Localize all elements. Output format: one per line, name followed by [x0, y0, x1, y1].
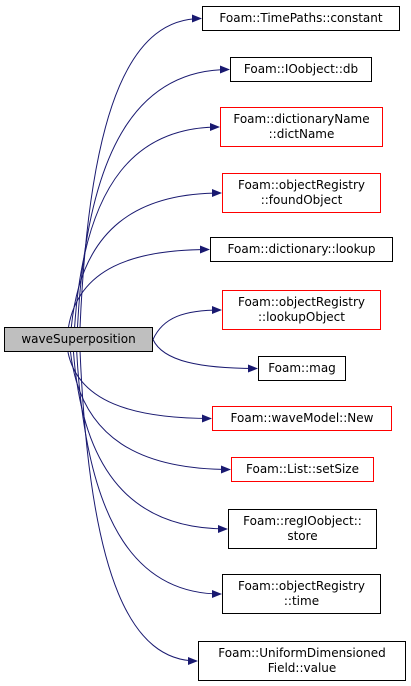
- node-ioobject-db[interactable]: Foam::IOobject::db: [230, 57, 372, 82]
- edge-n7: [67, 351, 212, 423]
- edge-n6: [152, 339, 258, 373]
- edge-n5: [152, 306, 222, 340]
- edge-n8: [70, 351, 231, 474]
- node-timepaths-constant[interactable]: Foam::TimePaths::constant: [202, 6, 400, 31]
- edge-n4: [68, 245, 210, 328]
- node-objectregistry-time[interactable]: Foam::objectRegistry ::time: [222, 574, 381, 614]
- node-wavemodel-new[interactable]: Foam::waveModel::New: [212, 406, 392, 431]
- edge-n11: [79, 351, 198, 665]
- root-node-label: waveSuperposition: [21, 332, 136, 346]
- node-objectregistry-foundobject[interactable]: Foam::objectRegistry ::foundObject: [222, 173, 381, 213]
- edge-n3: [70, 189, 222, 328]
- root-node-wavesuperposition: waveSuperposition: [4, 327, 153, 352]
- node-regioobject-store[interactable]: Foam::regIOobject:: store: [228, 509, 377, 549]
- node-dictionaryname-dictname[interactable]: Foam::dictionaryName ::dictName: [220, 107, 383, 147]
- node-list-setsize[interactable]: Foam::List::setSize: [231, 457, 374, 482]
- edge-n1: [77, 65, 230, 328]
- edge-n2: [74, 123, 220, 328]
- node-objectregistry-lookupobject[interactable]: Foam::objectRegistry ::lookupObject: [222, 290, 381, 330]
- node-mag[interactable]: Foam::mag: [258, 356, 346, 381]
- edge-n0: [79, 14, 202, 328]
- edge-n10: [76, 351, 222, 598]
- node-uniformdimensionedfield-value[interactable]: Foam::UniformDimensioned Field::value: [198, 641, 406, 681]
- edge-n9: [72, 351, 228, 533]
- node-dictionary-lookup[interactable]: Foam::dictionary::lookup: [210, 237, 393, 262]
